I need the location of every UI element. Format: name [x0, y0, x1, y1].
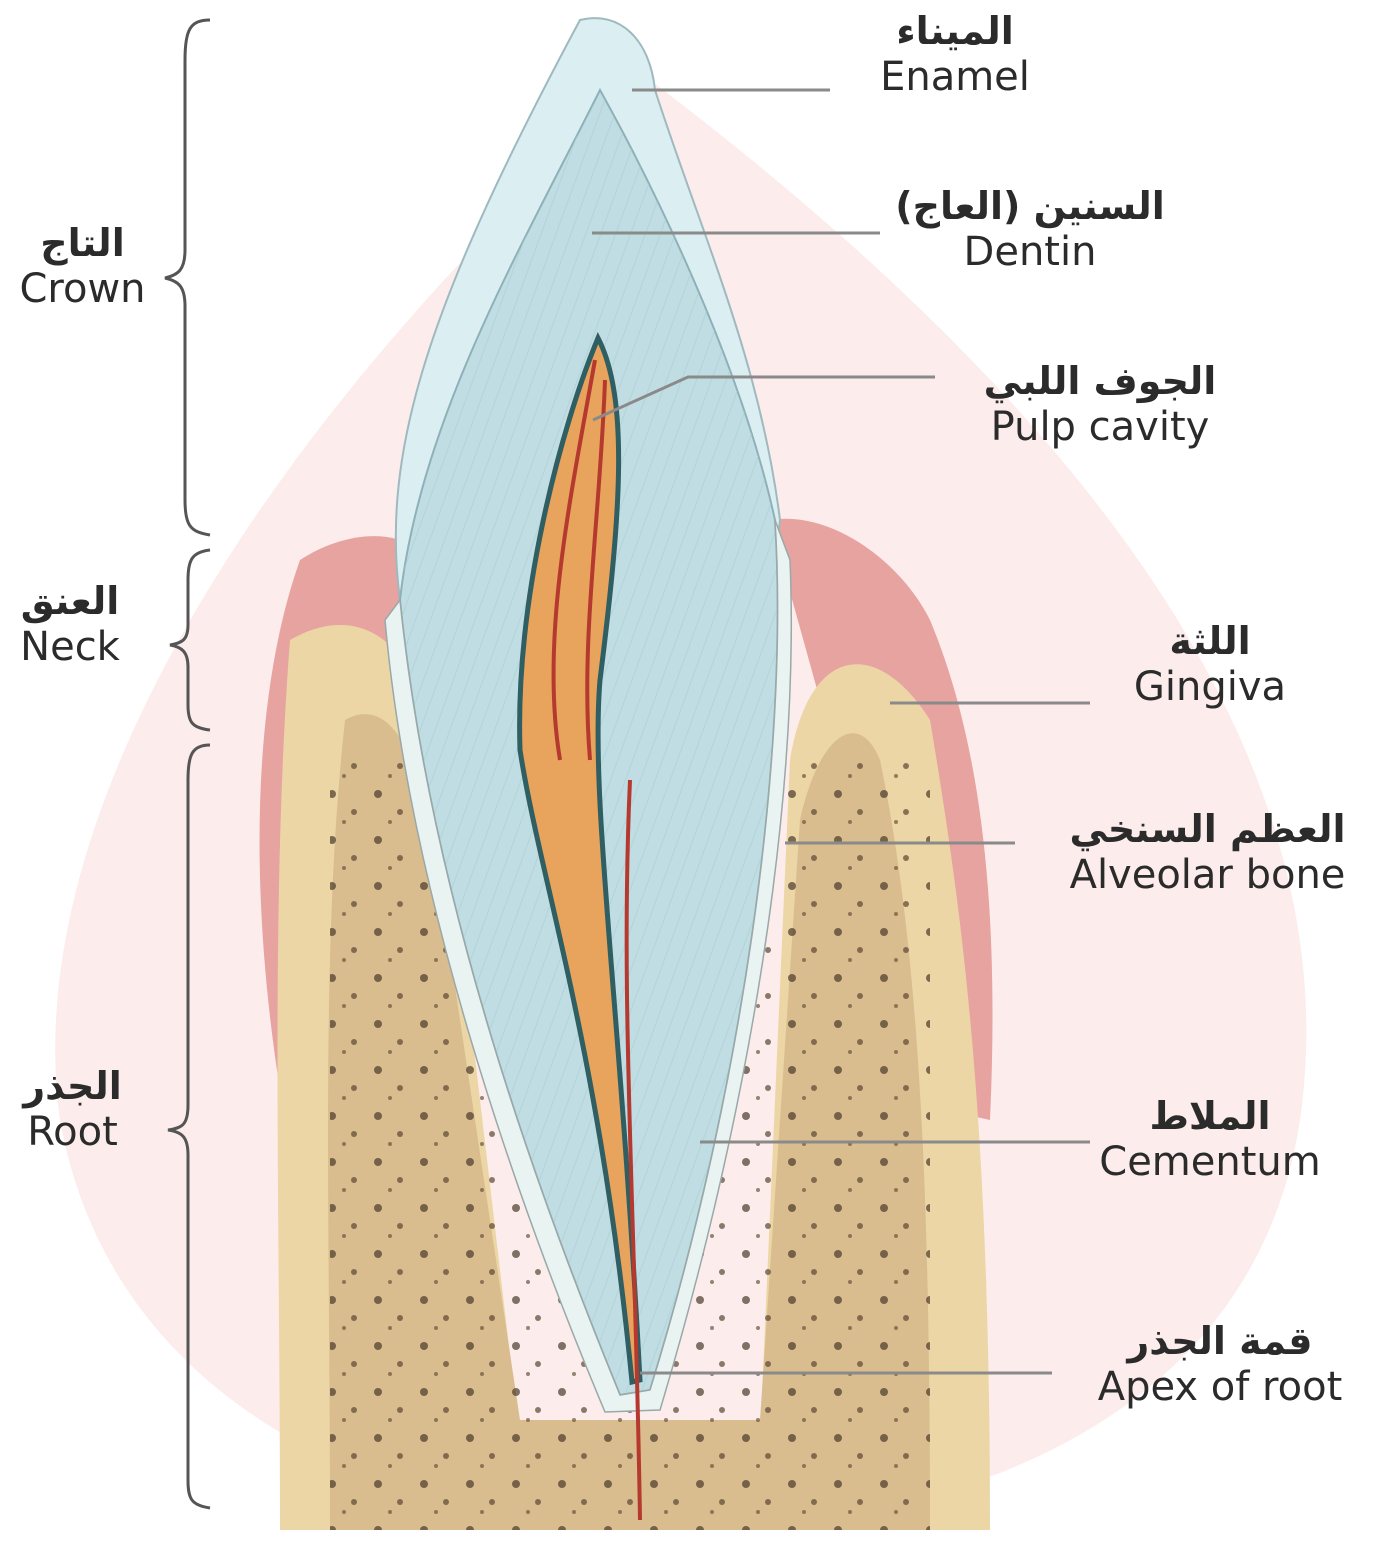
- label-root-en: Root: [5, 1109, 140, 1155]
- label-bone-ar: العظم السنخي: [1035, 808, 1380, 852]
- label-cementum-ar: الملاط: [1070, 1095, 1350, 1139]
- label-neck-ar: العنق: [0, 580, 140, 624]
- label-neck: العنق Neck: [0, 580, 140, 670]
- label-crown-en: Crown: [5, 266, 160, 312]
- label-pulp-ar: الجوف اللبي: [950, 360, 1250, 404]
- label-enamel: الميناء Enamel: [840, 10, 1070, 100]
- label-pulp-en: Pulp cavity: [950, 404, 1250, 450]
- label-crown: التاج Crown: [5, 222, 160, 312]
- label-root: الجذر Root: [5, 1065, 140, 1155]
- label-cementum-en: Cementum: [1070, 1139, 1350, 1185]
- label-enamel-ar: الميناء: [840, 10, 1070, 54]
- label-gingiva-ar: اللثة: [1100, 620, 1320, 664]
- label-dentin-en: Dentin: [880, 229, 1180, 275]
- label-dentin-ar: السنين (العاج): [880, 185, 1180, 229]
- label-apex: قمة الجذر Apex of root: [1060, 1320, 1380, 1410]
- label-bone-en: Alveolar bone: [1035, 852, 1380, 898]
- label-dentin: السنين (العاج) Dentin: [880, 185, 1180, 275]
- label-gingiva: اللثة Gingiva: [1100, 620, 1320, 710]
- label-cementum: الملاط Cementum: [1070, 1095, 1350, 1185]
- label-apex-en: Apex of root: [1060, 1364, 1380, 1410]
- label-pulp: الجوف اللبي Pulp cavity: [950, 360, 1250, 450]
- crown-brace: [165, 20, 210, 535]
- label-enamel-en: Enamel: [840, 54, 1070, 100]
- label-gingiva-en: Gingiva: [1100, 664, 1320, 710]
- label-neck-en: Neck: [0, 624, 140, 670]
- label-bone: العظم السنخي Alveolar bone: [1035, 808, 1380, 898]
- label-root-ar: الجذر: [5, 1065, 140, 1109]
- label-crown-ar: التاج: [5, 222, 160, 266]
- label-apex-ar: قمة الجذر: [1060, 1320, 1380, 1364]
